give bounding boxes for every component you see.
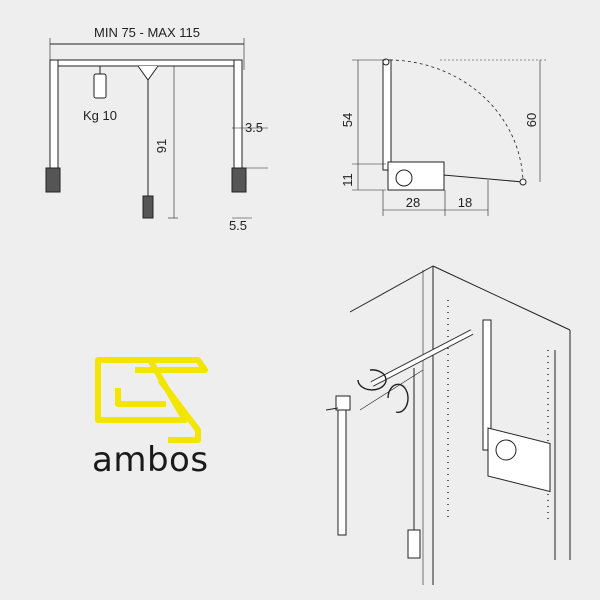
weight-icon [93, 73, 107, 99]
pull-handle [142, 195, 154, 219]
side-tube [382, 59, 392, 171]
load-label: Kg 10 [83, 108, 117, 123]
offset-label: 3.5 [245, 120, 263, 135]
spring-wheel [395, 169, 413, 187]
radius-label: 60 [524, 113, 539, 127]
side-height-label: 54 [340, 113, 355, 127]
depth-label: 5.5 [229, 218, 247, 233]
length-b-label: 18 [458, 195, 472, 210]
isometric-view [325, 265, 571, 585]
brand-logo [95, 357, 208, 443]
front-view [45, 38, 268, 219]
left-mechanism [45, 167, 61, 193]
iso-mechanism [487, 427, 551, 493]
height-label: 91 [154, 139, 169, 153]
brand-name: ambos [92, 440, 209, 480]
left-tube [49, 59, 59, 169]
base-label: 11 [340, 173, 355, 187]
iso-pull-handle [407, 529, 421, 559]
crossbar [55, 59, 237, 67]
right-mechanism [231, 167, 247, 193]
side-view [352, 58, 546, 216]
width-label: MIN 75 - MAX 115 [94, 25, 200, 40]
swing-arc [389, 59, 524, 183]
right-tube [233, 59, 243, 169]
cabinet-top-edge [349, 265, 434, 313]
length-a-label: 28 [406, 195, 420, 210]
